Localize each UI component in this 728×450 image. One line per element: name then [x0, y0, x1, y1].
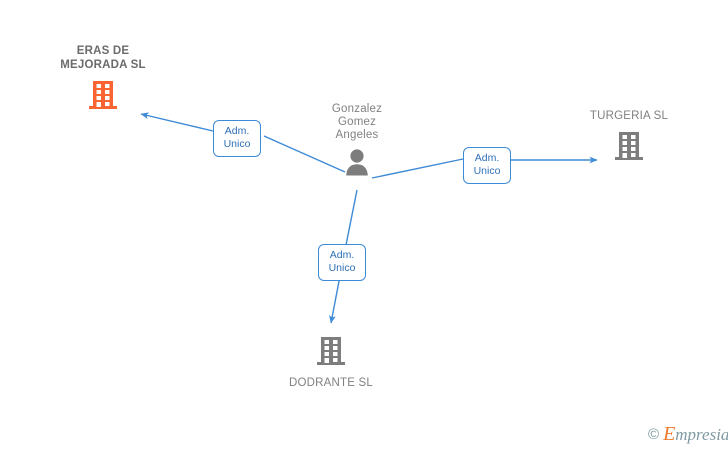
node-label-gonzalez-gomez-angeles: Gonzalez Gomez Angeles [302, 103, 412, 142]
brand-initial: E [663, 423, 676, 445]
edge-label-adm-unico-dodrante[interactable]: Adm. Unico [318, 244, 366, 281]
edge-label-line1: Adm. [329, 249, 355, 261]
edge-label-line1: Adm. [474, 152, 500, 164]
node-eras-de-mejorada[interactable]: ERAS DE MEJORADA SL [38, 44, 168, 112]
node-dodrante[interactable]: DODRANTE SL [275, 334, 387, 390]
node-label-line1: ERAS DE [76, 45, 130, 57]
node-label-eras-de-mejorada: ERAS DE MEJORADA SL [38, 44, 168, 72]
edge-line-person-to-bottom-label [345, 189, 358, 246]
edge-label-adm-unico-eras[interactable]: Adm. Unico [213, 120, 261, 157]
watermark-empresia: © Empresia [648, 423, 728, 445]
edge-arrow-to-eras-de-mejorada [140, 112, 214, 132]
brand-wordmark: Empresia [663, 423, 728, 445]
node-label-line1: Gonzalez [331, 103, 383, 115]
edge-label-line2: Unico [473, 165, 501, 177]
copyright-icon: © [648, 426, 660, 443]
node-gonzalez-gomez-angeles[interactable]: Gonzalez Gomez Angeles [302, 103, 412, 177]
node-label-line2: MEJORADA SL [60, 59, 146, 71]
brand-rest: mpresia [675, 425, 728, 444]
node-turgeria[interactable]: TURGERIA SL [573, 110, 685, 163]
edge-label-line2: Unico [328, 262, 356, 274]
building-icon[interactable] [612, 129, 646, 163]
node-label-line2: Gomez [337, 116, 377, 128]
node-label-line3: Angeles [335, 129, 379, 141]
building-icon[interactable] [314, 334, 348, 368]
node-label-turgeria: TURGERIA SL [589, 110, 669, 122]
building-icon[interactable] [86, 78, 120, 112]
node-label-dodrante: DODRANTE SL [289, 377, 373, 389]
edge-label-adm-unico-turgeria[interactable]: Adm. Unico [463, 147, 511, 184]
edge-label-line2: Unico [223, 138, 251, 150]
edge-label-line1: Adm. [224, 125, 250, 137]
person-icon[interactable] [342, 147, 372, 177]
edge-arrow-to-dodrante [329, 275, 341, 324]
